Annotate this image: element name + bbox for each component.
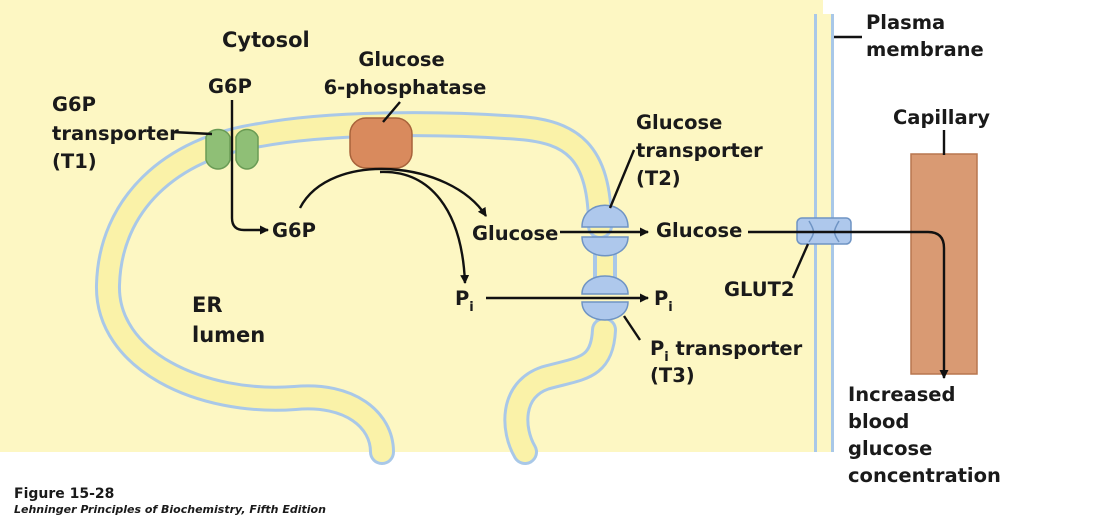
pi-release-arrow [379,170,470,284]
t3-label: Pi transporter (T3) [650,337,809,387]
enzyme-label: Glucose 6-phosphatase [324,48,487,99]
t3-leader [623,315,641,341]
figure-caption: Figure 15-28 Lehninger Principles of Bio… [14,486,326,517]
result-label: Increased blood glucose concentration [848,383,1001,487]
glucose-cytosol-label: Glucose [656,219,742,242]
capillary-label: Capillary [893,106,990,129]
glucose-release-arrow [298,167,488,217]
g6p-entry-arrow [230,100,269,235]
figure-source: Lehninger Principles of Biochemistry, Fi… [14,503,326,516]
pi-transporter-t3 [581,275,629,321]
t1-label: G6P transporter (T1) [52,93,186,173]
g6p-cytosol-label: G6P [208,75,252,98]
glut2-label: GLUT2 [724,278,794,301]
cytosol-region [0,0,823,452]
er-membrane [94,111,617,465]
t2-leader [608,149,636,209]
t2-label: Glucose transporter (T2) [636,111,770,190]
plasma-membrane-label: Plasma membrane [866,11,984,61]
t1-leader [171,130,213,136]
pi-cytosol-label: Pi [654,287,673,315]
enzyme-leader [382,101,401,123]
g6p-transporter-t1 [205,128,259,170]
glucose-to-blood-arrow [748,230,949,379]
glut2-leader [791,243,810,279]
glucose-transporter-t2 [581,204,629,257]
g6p-lumen-label: G6P [272,219,316,242]
cytosol-label: Cytosol [222,28,310,52]
pi-lumen-label: Pi [455,287,474,315]
glucose-6-phosphatase-enzyme [349,117,413,169]
glucose-lumen-label: Glucose [472,222,558,245]
er-lumen-label: ER lumen [192,293,265,347]
figure-number: Figure 15-28 [14,486,115,502]
